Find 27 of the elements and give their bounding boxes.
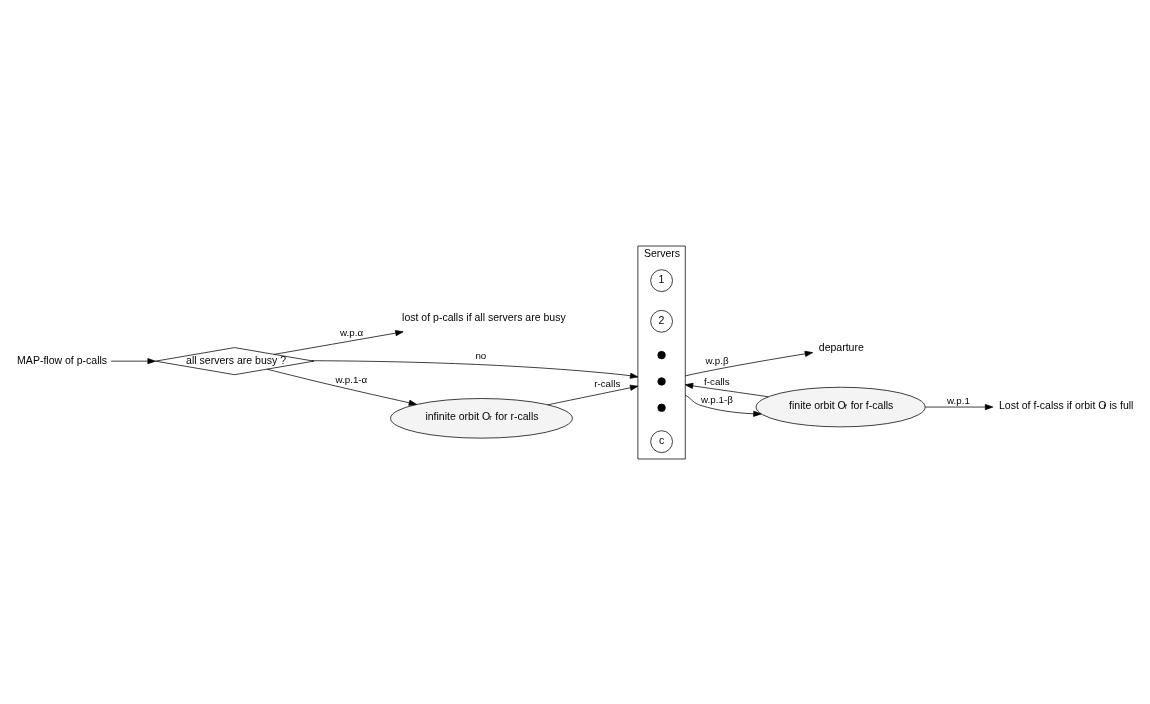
arrow — [924, 403, 994, 410]
node-circle: 1 — [650, 268, 673, 292]
edge-label: no — [475, 349, 487, 361]
edge-label: w.p.1-α — [335, 373, 368, 385]
node-circle — [657, 403, 666, 412]
arrow — [311, 359, 639, 379]
node-diamond: all servers are busy ? — [155, 346, 315, 375]
node-circle — [657, 376, 666, 386]
arrow — [684, 382, 769, 397]
node-circle — [657, 350, 666, 359]
node-text: lost of p-calls if all servers are busy — [402, 310, 566, 323]
arrow — [547, 384, 639, 405]
edge-label: f-calls — [704, 375, 730, 387]
edge-label: w.p.1 — [947, 394, 970, 406]
edge-label: r-calls — [594, 377, 621, 389]
node-text: departure — [818, 340, 864, 353]
edge-label: w.p.α — [340, 326, 364, 338]
arrow — [684, 394, 762, 417]
arrow — [266, 368, 418, 406]
node-text: MAP-flow of p-calls — [17, 353, 108, 366]
node-circle: c — [650, 429, 673, 453]
arrow — [273, 329, 404, 355]
arrow — [684, 350, 814, 376]
edge-label: w.p.1-β — [701, 393, 733, 405]
node-circle: 2 — [650, 309, 673, 333]
arrow — [110, 357, 156, 364]
edge-label: w.p.β — [705, 354, 729, 366]
